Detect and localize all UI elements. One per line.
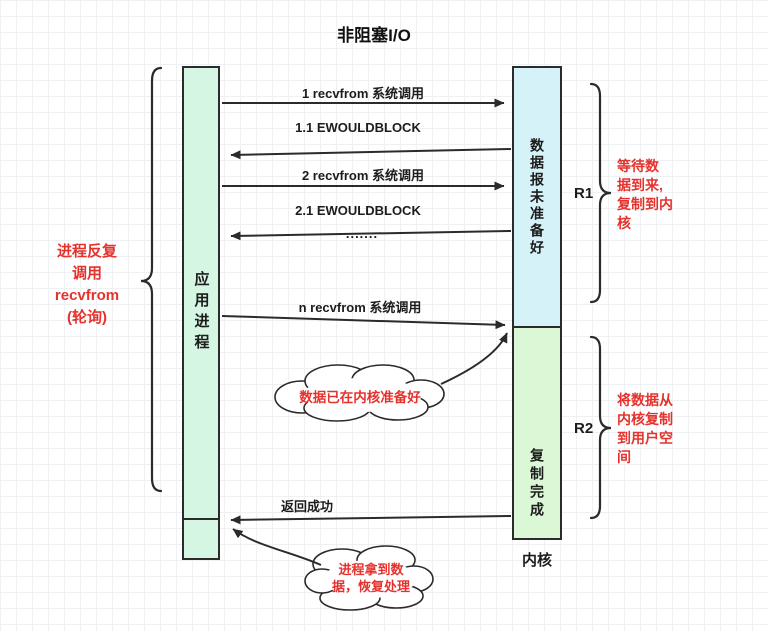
data-ready-pointer-arrow	[440, 332, 508, 385]
kernel-copy-done-box	[512, 326, 562, 540]
recvfrom-call-n-arrow	[221, 315, 506, 330]
polling-annotation: 进程反复 调用 recvfrom (轮询)	[54, 243, 120, 326]
phase-r2-note: 将数据从 内核复制 到用户空 间	[617, 392, 673, 465]
process-resume-cloud-text: 进程拿到数 据，恢复处理	[331, 562, 411, 594]
kernel-copy-done-label: 复制完成	[529, 448, 545, 520]
recvfrom-call-1-label: 1 recvfrom 系统调用	[301, 86, 425, 101]
left-brace	[140, 66, 163, 493]
recvfrom-call-2-label: 2 recvfrom 系统调用	[301, 168, 425, 183]
app-process-label: 应用进程	[192, 271, 210, 355]
phase-r1-label: R1	[574, 185, 594, 202]
kernel-not-ready-label-wrap: 数据报未准备好	[512, 66, 562, 328]
ewouldblock-1-label: 1.1 EWOULDBLOCK	[295, 120, 421, 135]
diagram-title: 非阻塞I/O	[337, 26, 411, 45]
app-process-label-wrap: 应用进程	[182, 66, 220, 560]
process-resume-pointer-arrow	[232, 528, 322, 566]
kernel-caption: 内核	[521, 552, 552, 569]
return-success-arrow	[230, 515, 512, 525]
return-success-label: 返回成功	[280, 499, 334, 514]
ewouldblock-1-arrow	[230, 148, 512, 160]
data-ready-cloud-text: 数据已在内核准备好	[299, 390, 421, 405]
r2-brace	[589, 335, 612, 520]
kernel-not-ready-box	[512, 66, 562, 328]
recvfrom-call-n-label: n recvfrom 系统调用	[298, 300, 422, 315]
kernel-not-ready-label: 数据报未准备好	[529, 137, 545, 257]
phase-r2-label: R2	[574, 420, 594, 437]
r1-brace	[589, 82, 612, 304]
app-process-box	[182, 66, 220, 560]
kernel-copy-done-label-wrap: 复制完成	[512, 326, 562, 540]
ewouldblock-2-label: 2.1 EWOULDBLOCK	[295, 203, 421, 218]
repeat-dots: .......	[345, 226, 379, 241]
phase-r1-note: 等待数 据到来, 复制到内 核	[617, 158, 673, 231]
